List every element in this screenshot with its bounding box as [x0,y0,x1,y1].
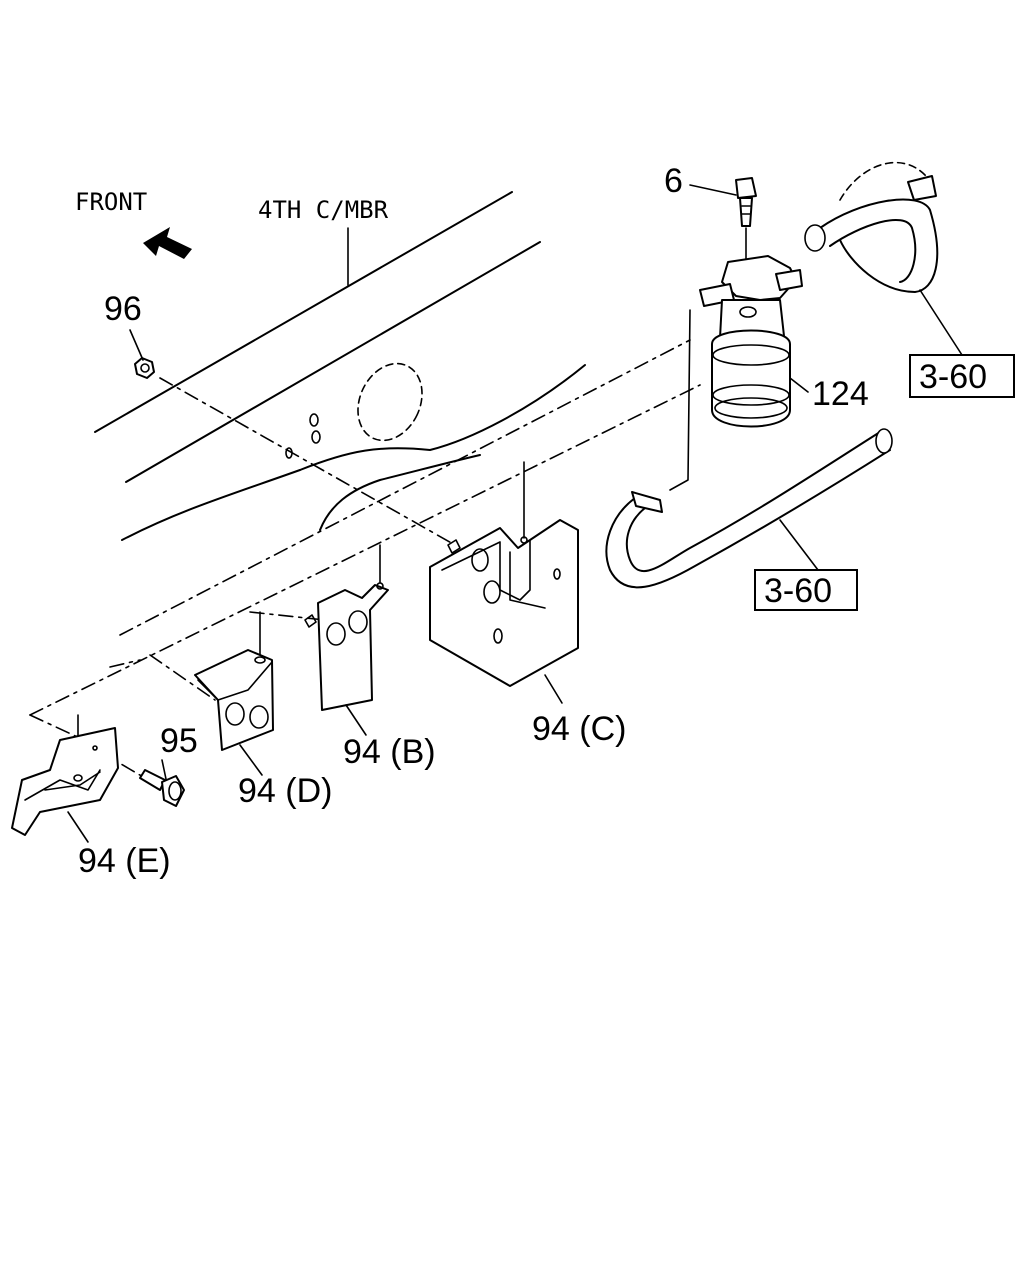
label-front: FRONT [75,188,147,216]
cross-member [94,191,586,541]
ref-box-upper [909,354,1015,398]
ref-box-lower [754,569,858,611]
nut-96 [134,357,155,379]
label-96: 96 [104,290,142,328]
bracket-94c [429,519,579,687]
label-95: 95 [160,722,198,760]
hose-upper [804,161,939,293]
frame-rail [29,339,701,753]
label-ref-lower: 3-60 [764,572,832,610]
label-94d: 94 (D) [238,772,332,810]
hose-lower [605,309,893,589]
label-ref-upper: 3-60 [919,358,987,396]
label-124: 124 [812,375,869,413]
label-94b: 94 (B) [343,733,436,771]
bolt-6 [735,177,757,227]
bracket-94b [304,582,389,711]
label-94e: 94 (E) [78,842,171,880]
bracket-94d [194,649,274,751]
label-94c: 94 (C) [532,710,626,748]
label-member: 4TH C/MBR [258,196,389,224]
leader-lines [67,184,963,843]
bracket-94e [11,727,119,836]
label-6: 6 [664,162,683,200]
fuel-filter-124 [699,255,803,428]
front-arrow-icon [143,227,192,259]
bolt-95 [139,769,185,807]
